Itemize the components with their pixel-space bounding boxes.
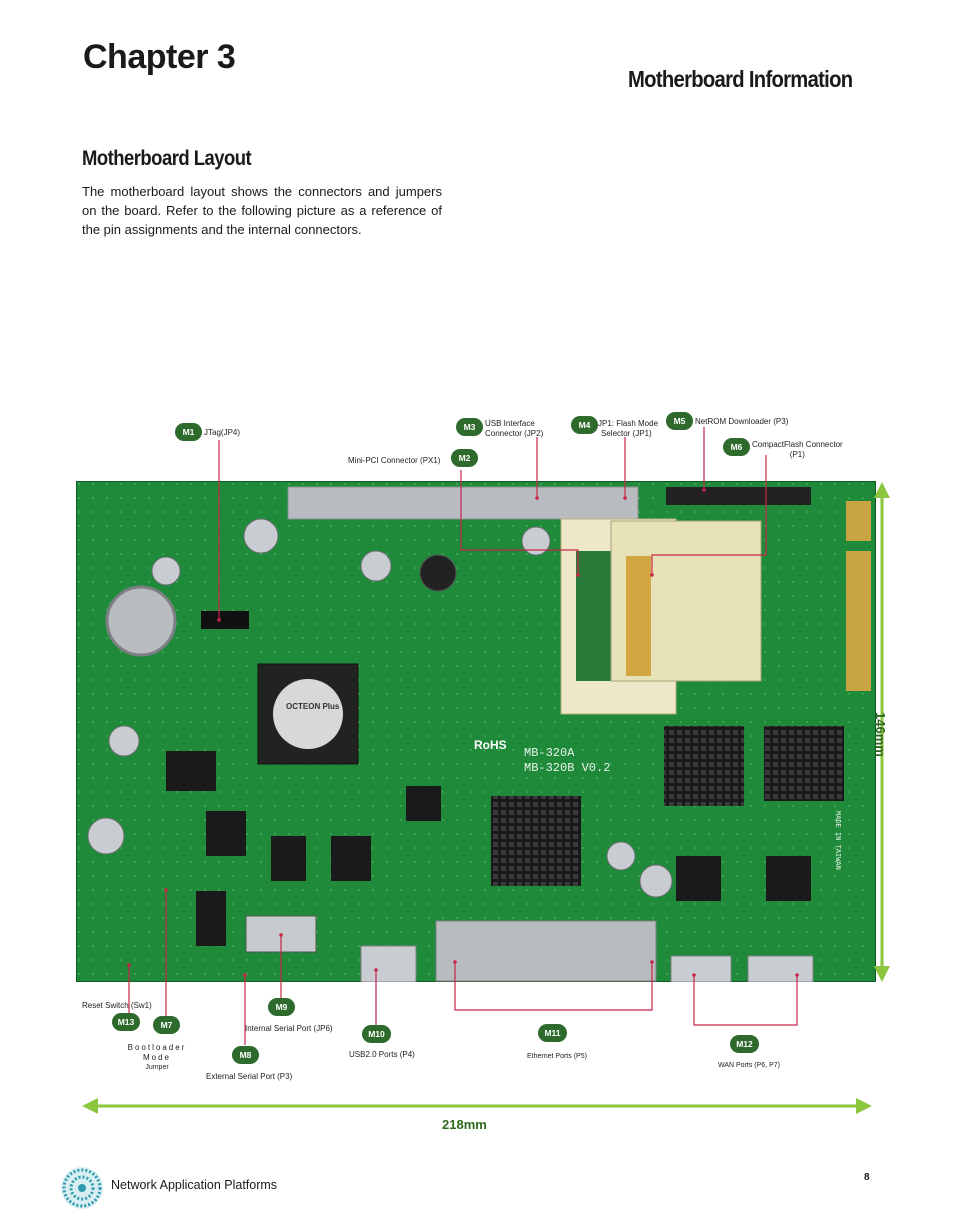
label-flash-mode-line1: JP1: Flash Mode bbox=[598, 419, 659, 428]
label-netrom: NetROM Downloader (P3) bbox=[695, 417, 789, 426]
badge-m10: M10 bbox=[362, 1025, 391, 1043]
intro-paragraph: The motherboard layout shows the connect… bbox=[82, 184, 442, 237]
badge-m13: M13 bbox=[112, 1013, 140, 1031]
rohs-mark: RoHS bbox=[474, 738, 507, 752]
badge-m8: M8 bbox=[232, 1046, 259, 1064]
model-label-b: MB-320B V0.2 bbox=[524, 761, 610, 775]
label-usb2: USB2.0 Ports (P4) bbox=[349, 1050, 415, 1059]
label-compactflash: CompactFlash Connector (P1) bbox=[752, 440, 843, 460]
motherboard-image: RoHS MB-320A MB-320B V0.2 OCTEON Plus MA… bbox=[76, 481, 876, 982]
width-dimension: 218mm bbox=[442, 1117, 487, 1132]
footer-text: Network Application Platforms bbox=[111, 1178, 278, 1192]
label-bootloader-line1: Bootloader Mode bbox=[127, 1043, 187, 1062]
label-usb-interface-line1: USB Interface bbox=[485, 419, 535, 428]
label-mini-pci: Mini-PCI Connector (PX1) bbox=[348, 456, 441, 465]
chapter-title: Chapter 3 bbox=[83, 38, 236, 76]
label-flash-mode: JP1: Flash Mode Selector (JP1) bbox=[598, 419, 658, 439]
label-usb-interface-line2: Connector (JP2) bbox=[485, 429, 544, 438]
badge-m1: M1 bbox=[175, 423, 202, 441]
label-jtag: JTag(JP4) bbox=[204, 428, 241, 437]
chip-label: OCTEON Plus bbox=[286, 702, 340, 711]
label-bootloader: Bootloader Mode Jumper bbox=[117, 1043, 197, 1073]
section-title: Motherboard Information bbox=[628, 66, 853, 92]
label-flash-mode-line2: Selector (JP1) bbox=[601, 429, 652, 438]
subtitle: Motherboard Layout bbox=[82, 147, 252, 170]
label-ethernet: Ethernet Ports (P5) bbox=[527, 1053, 587, 1060]
label-external-serial: External Serial Port (P3) bbox=[206, 1072, 293, 1081]
badge-m9: M9 bbox=[268, 998, 295, 1016]
label-reset: Reset Switch (Sw1) bbox=[82, 1001, 152, 1010]
badge-m2: M2 bbox=[451, 449, 478, 467]
made-in-label: MADE IN TAIWAN bbox=[833, 811, 841, 870]
badge-m7: M7 bbox=[153, 1016, 180, 1034]
globe-icon bbox=[61, 1167, 103, 1209]
badge-m12: M12 bbox=[730, 1035, 759, 1053]
label-compactflash-line1: CompactFlash Connector bbox=[752, 440, 843, 449]
badge-m6: M6 bbox=[723, 438, 750, 456]
label-compactflash-line2: (P1) bbox=[789, 450, 805, 459]
badge-m5: M5 bbox=[666, 412, 693, 430]
label-usb-interface: USB Interface Connector (JP2) bbox=[485, 419, 543, 439]
badge-m4: M4 bbox=[571, 416, 598, 434]
label-wan: WAN Ports (P6, P7) bbox=[718, 1062, 780, 1069]
height-dimension: 146mm bbox=[873, 712, 888, 757]
model-label-a: MB-320A bbox=[524, 746, 575, 760]
page-number: 8 bbox=[864, 1172, 870, 1183]
label-bootloader-line2: Jumper bbox=[145, 1064, 169, 1071]
label-internal-serial: Internal Serial Port (JP6) bbox=[245, 1024, 333, 1033]
badge-m11: M11 bbox=[538, 1024, 567, 1042]
badge-m3: M3 bbox=[456, 418, 483, 436]
